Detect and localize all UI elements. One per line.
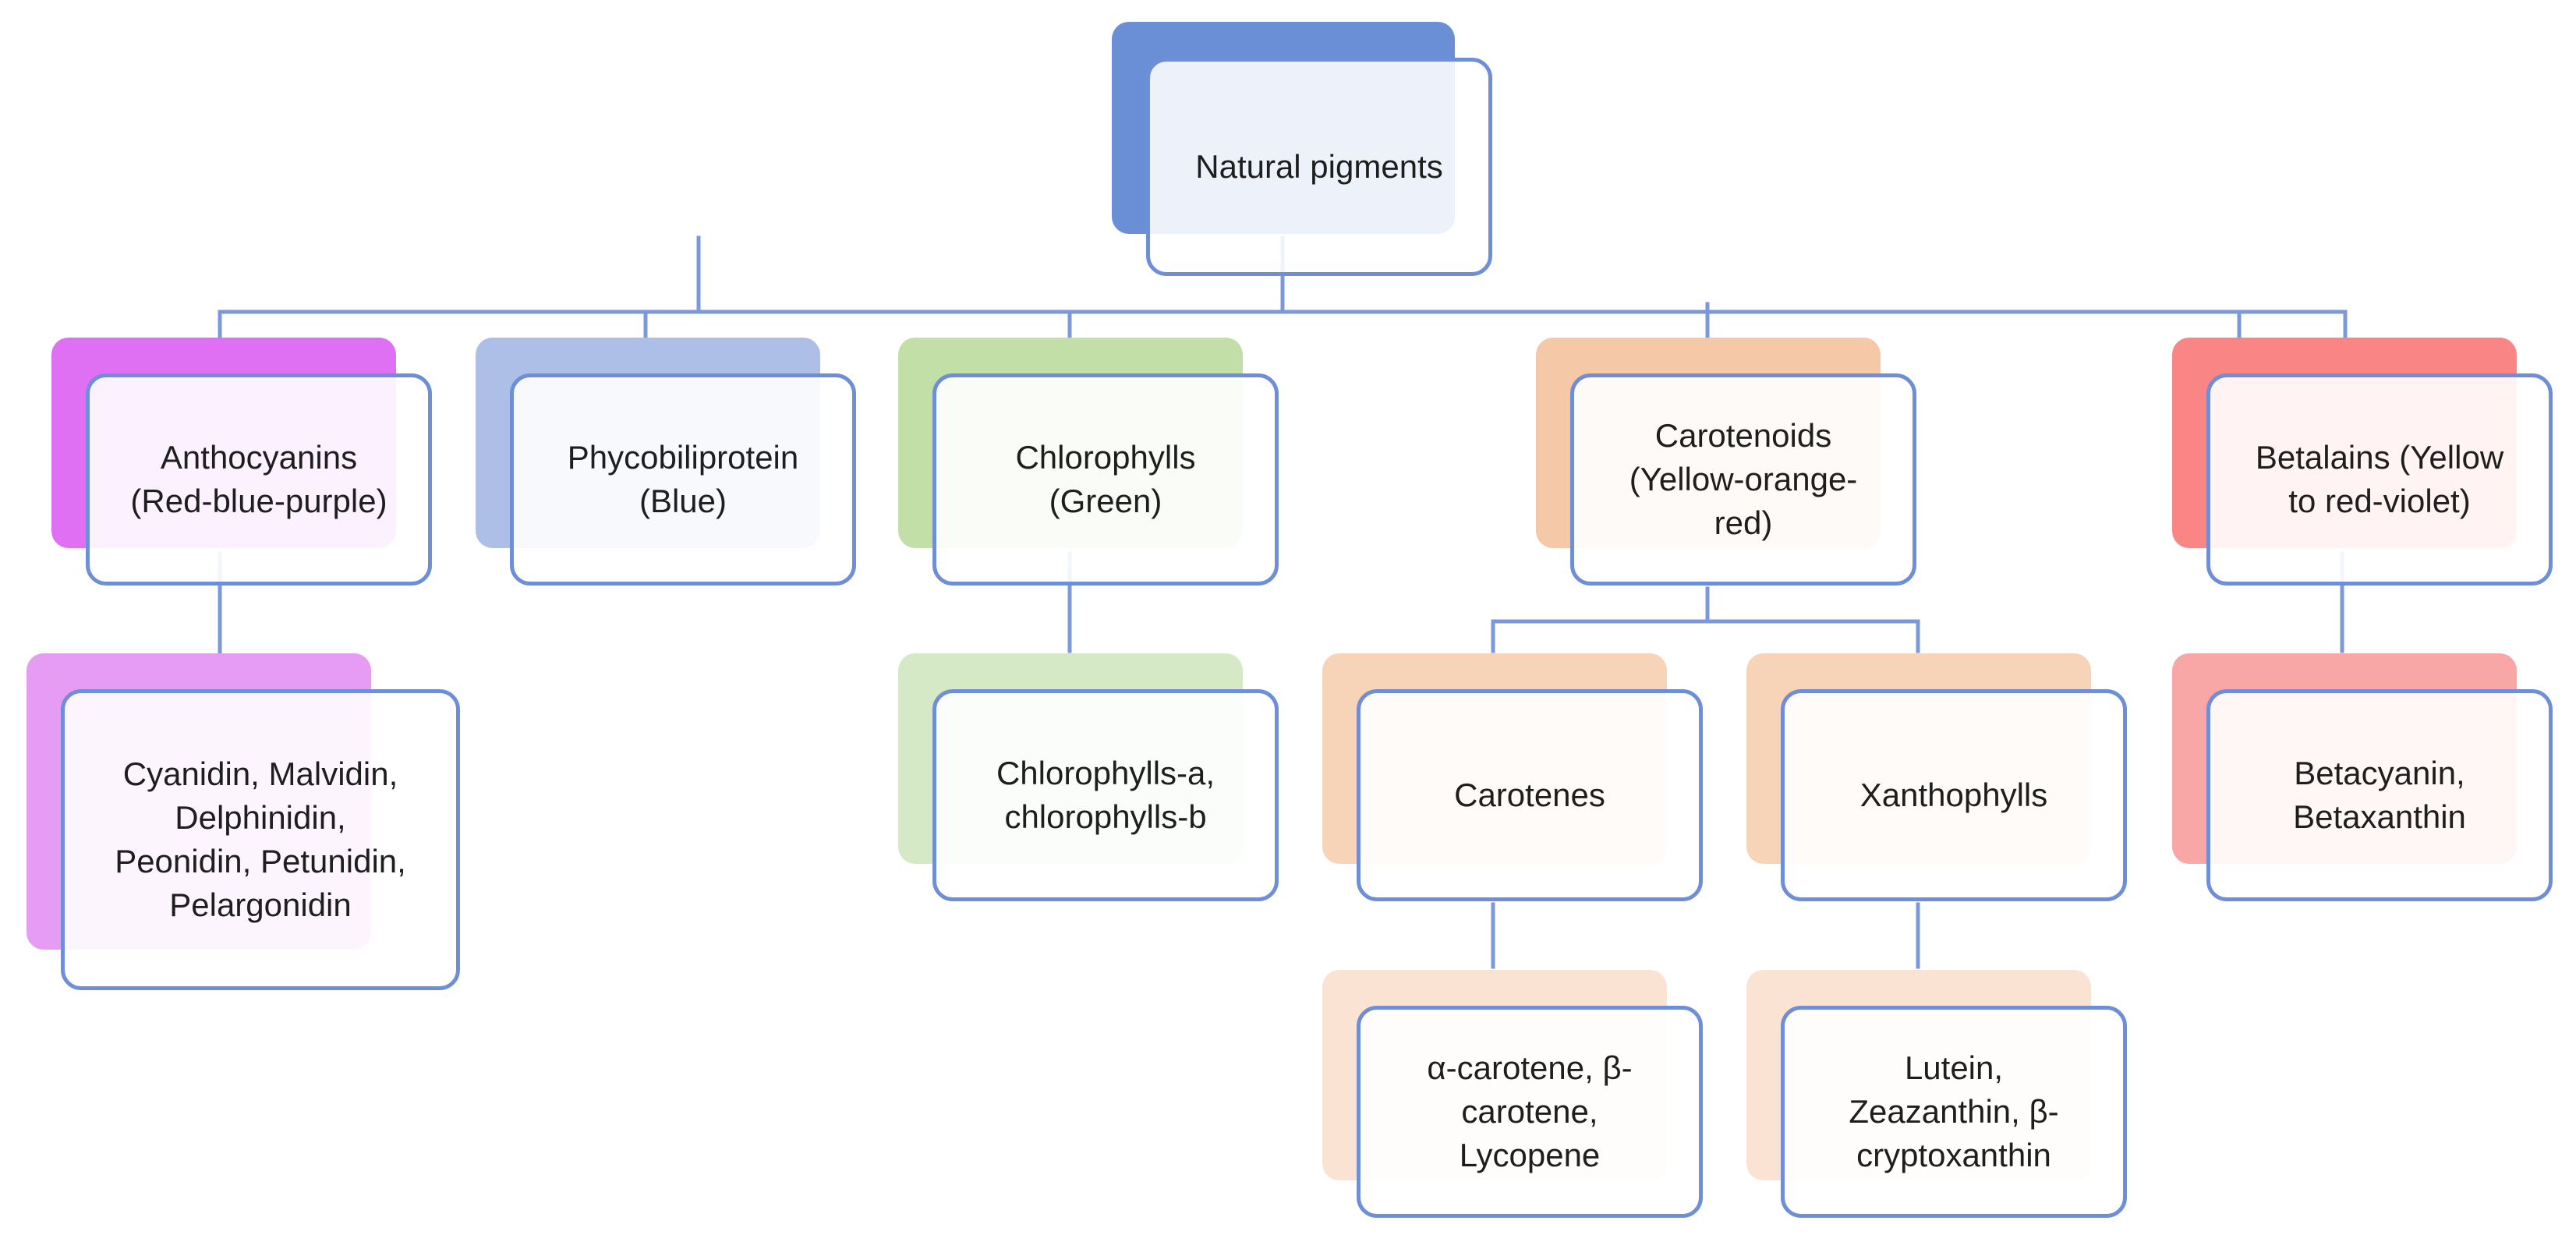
node-betalains-box: Betalains (Yellow to red-violet) xyxy=(2206,373,2553,586)
connector-carotenoids-split xyxy=(1491,586,1920,653)
node-xanthophylls-box: Xanthophylls xyxy=(1781,689,2127,901)
node-carotenoids-box: Carotenoids (Yellow-orange- red) xyxy=(1570,373,1916,586)
node-carotenes-label: Carotenes xyxy=(1454,777,1605,813)
node-betalains-label: Betalains (Yellow to red-violet) xyxy=(2255,439,2504,519)
node-carotenoids-label: Carotenoids (Yellow-orange- red) xyxy=(1629,417,1858,541)
node-betalain-types-label: Betacyanin, Betaxanthin xyxy=(2293,755,2466,835)
root-node-label: Natural pigments xyxy=(1195,148,1443,185)
node-anthocyanin-types-label: Cyanidin, Malvidin, Delphinidin, Peonidi… xyxy=(115,755,406,923)
node-phycobiliprotein-label: Phycobiliprotein (Blue) xyxy=(567,439,799,519)
node-chlorophylls-box: Chlorophylls (Green) xyxy=(932,373,1279,586)
node-anthocyanin-types-box: Cyanidin, Malvidin, Delphinidin, Peonidi… xyxy=(61,689,460,990)
node-betalain-types-box: Betacyanin, Betaxanthin xyxy=(2206,689,2553,901)
node-chlorophyll-types-label: Chlorophylls-a, chlorophylls-b xyxy=(996,755,1215,835)
node-xanthophyll-types-label: Lutein, Zeazanthin, β- cryptoxanthin xyxy=(1849,1049,2059,1173)
node-xanthophyll-types-box: Lutein, Zeazanthin, β- cryptoxanthin xyxy=(1781,1006,2127,1218)
node-anthocyanins-label: Anthocyanins (Red-blue-purple) xyxy=(130,439,387,519)
node-xanthophylls-label: Xanthophylls xyxy=(1859,777,2048,813)
node-carotene-types-label: α-carotene, β- carotene, Lycopene xyxy=(1427,1049,1633,1173)
node-phycobiliprotein-box: Phycobiliprotein (Blue) xyxy=(510,373,856,586)
root-node-box: Natural pigments xyxy=(1146,58,1492,276)
node-carotene-types-box: α-carotene, β- carotene, Lycopene xyxy=(1357,1006,1703,1218)
node-chlorophyll-types-box: Chlorophylls-a, chlorophylls-b xyxy=(932,689,1279,901)
node-anthocyanins-box: Anthocyanins (Red-blue-purple) xyxy=(86,373,432,586)
node-chlorophylls-label: Chlorophylls (Green) xyxy=(1015,439,1196,519)
node-carotenes-box: Carotenes xyxy=(1357,689,1703,901)
